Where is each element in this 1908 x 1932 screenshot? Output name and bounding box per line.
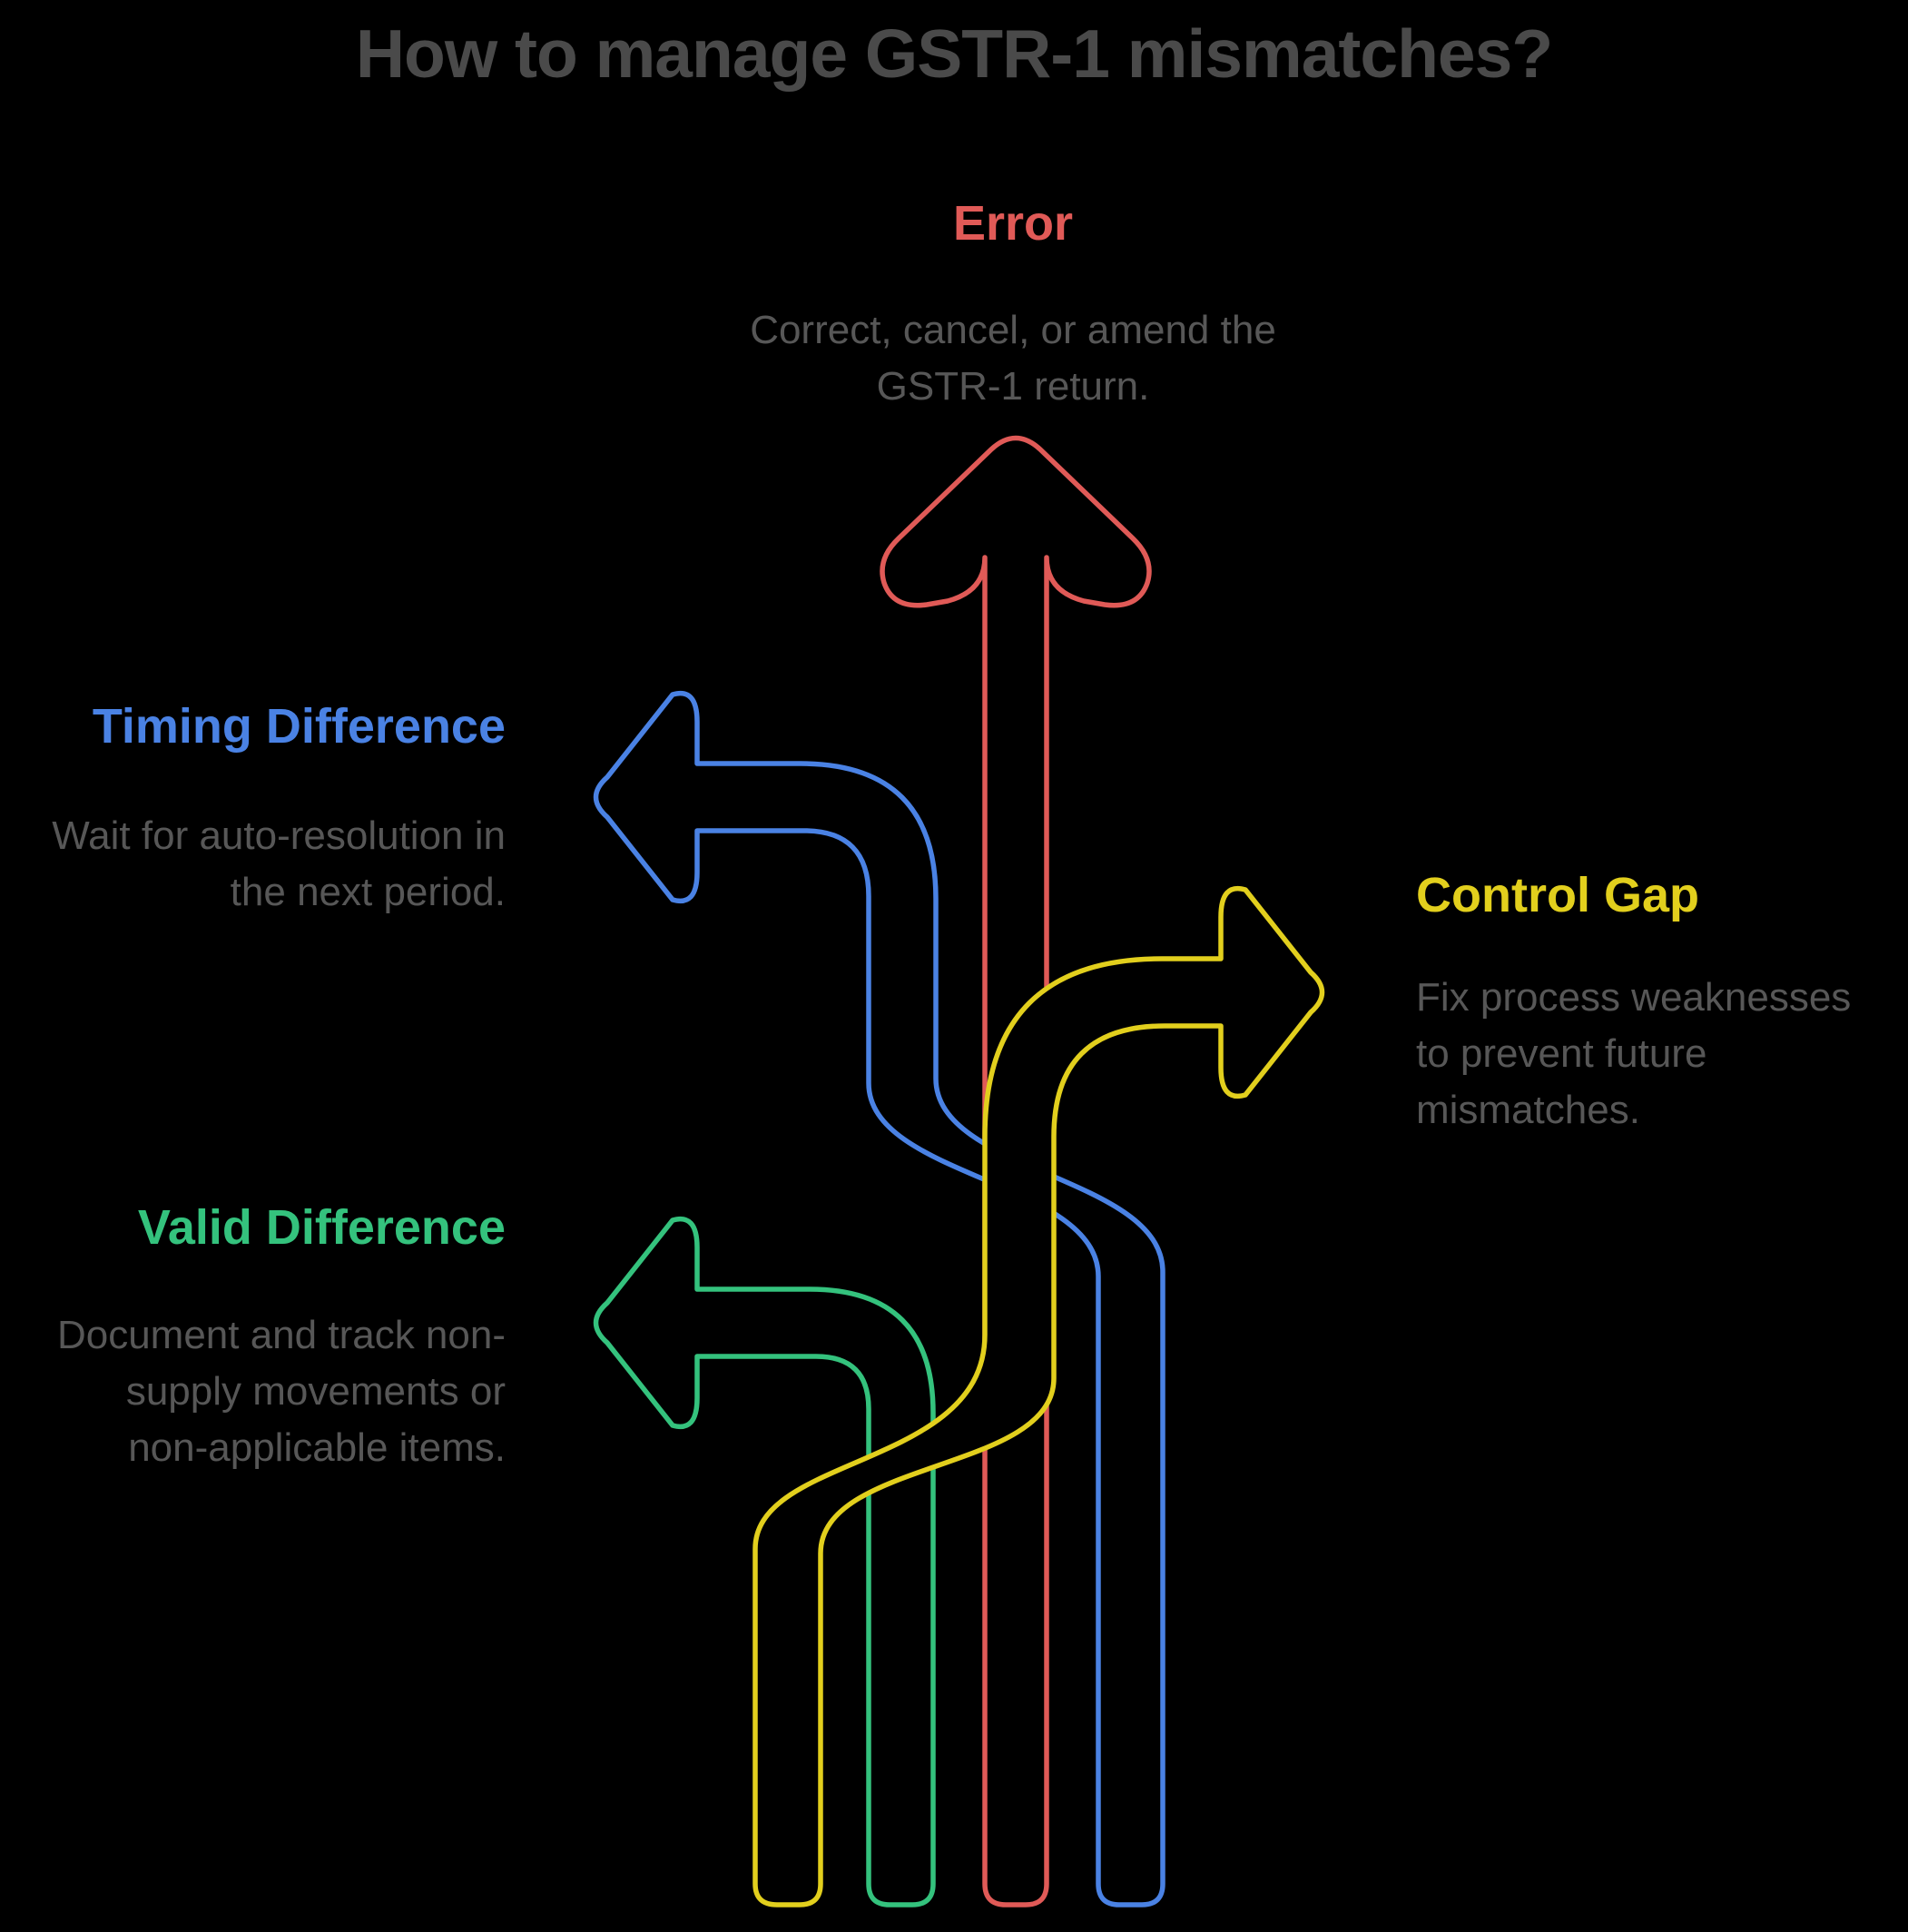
timing-section-heading: Timing Difference	[92, 699, 506, 754]
control-desc-line-3: mismatches.	[1416, 1088, 1640, 1132]
error-desc-line-1: Correct, cancel, or amend the	[750, 308, 1276, 352]
valid-section-heading: Valid Difference	[137, 1200, 506, 1255]
control-section-heading: Control Gap	[1416, 868, 1699, 922]
error-desc-line-2: GSTR-1 return.	[876, 364, 1150, 409]
error-section-description: Correct, cancel, or amend the GSTR-1 ret…	[695, 302, 1331, 415]
timing-left-arrow-icon	[593, 690, 1165, 1907]
control-desc-line-2: to prevent future	[1416, 1031, 1707, 1076]
valid-section-description: Document and track non- supply movements…	[0, 1307, 506, 1476]
timing-section-description: Wait for auto-resolution in the next per…	[0, 808, 506, 921]
valid-desc-line-3: non-applicable items.	[128, 1425, 506, 1470]
error-section-heading: Error	[952, 196, 1074, 251]
timing-desc-line-2: the next period.	[230, 870, 506, 914]
control-section-description: Fix process weaknesses to prevent future…	[1416, 970, 1906, 1138]
page-title: How to manage GSTR-1 mismatches?	[355, 15, 1553, 92]
valid-left-arrow-icon	[593, 1216, 936, 1907]
valid-desc-line-2: supply movements or	[125, 1369, 506, 1414]
timing-desc-line-1: Wait for auto-resolution in	[52, 813, 506, 858]
valid-desc-line-1: Document and track non-	[56, 1313, 506, 1357]
control-desc-line-1: Fix process weaknesses	[1416, 975, 1852, 1020]
control-right-arrow-icon	[752, 885, 1325, 1907]
